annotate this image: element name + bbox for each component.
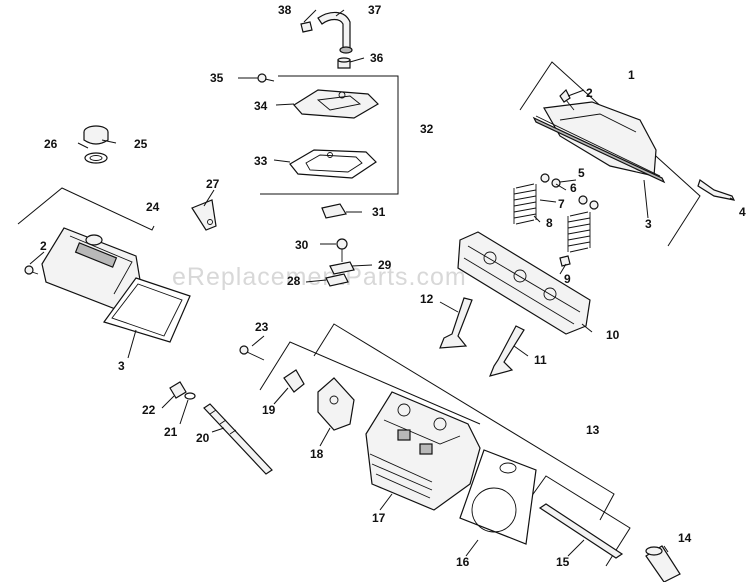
head-stud-part (203, 403, 273, 475)
breather-cover-part (293, 89, 379, 119)
callout-14: 14 (678, 531, 692, 545)
group-bracket-13 (313, 323, 615, 521)
callout-37: 37 (368, 3, 382, 17)
callout-3-left: 3 (118, 359, 125, 373)
callout-labels: 38 37 36 35 34 33 32 31 30 29 28 27 26 2… (40, 3, 746, 569)
callout-1: 1 (628, 68, 635, 82)
guide-sleeve-part (283, 369, 305, 393)
callout-8: 8 (546, 216, 553, 230)
callout-20: 20 (196, 431, 210, 445)
callout-34: 34 (254, 99, 268, 113)
callout-6: 6 (570, 181, 577, 195)
callout-19: 19 (262, 403, 276, 417)
callout-26: 26 (44, 137, 58, 151)
callout-33: 33 (254, 154, 268, 168)
left-valve-cover-part (41, 227, 141, 311)
group-bracket-15 (525, 475, 631, 567)
valve-stem-seal-part (559, 255, 571, 267)
breather-screw-part (336, 238, 348, 262)
callout-28: 28 (287, 274, 301, 288)
breather-gasket-part (289, 149, 377, 179)
dipstick-bracket-part (697, 179, 736, 201)
callout-22: 22 (142, 403, 156, 417)
intake-valve-part (439, 297, 473, 349)
callout-4: 4 (739, 205, 746, 219)
breather-grommet-part (337, 57, 351, 69)
callout-13: 13 (586, 423, 600, 437)
stud-nut-part (169, 381, 187, 399)
callout-38: 38 (278, 3, 292, 17)
callout-11: 11 (534, 353, 547, 367)
breather-reed-part (321, 203, 347, 219)
push-rod-part (538, 503, 624, 559)
breather-valve-part (329, 261, 355, 275)
watermark-text: eReplacementParts.com (172, 263, 467, 291)
valve-spring-left-part (513, 183, 537, 225)
group-bracket-18 (259, 341, 481, 425)
breather-plate-part (325, 273, 349, 287)
callout-21: 21 (164, 425, 178, 439)
callout-29: 29 (378, 258, 392, 272)
callout-18: 18 (310, 447, 324, 461)
valve-cover-part (532, 101, 666, 184)
cover-screw-part (257, 73, 275, 83)
stud-washer-part (184, 392, 196, 400)
callout-15: 15 (556, 555, 570, 569)
callout-7: 7 (558, 197, 565, 211)
breather-clamp-part (300, 21, 313, 33)
callout-17: 17 (372, 511, 386, 525)
oil-fill-cap-part (83, 125, 109, 145)
breather-tube-part (317, 11, 353, 54)
callout-35: 35 (210, 71, 224, 85)
left-cover-gasket-part (103, 277, 191, 343)
group-bracket-24 (17, 187, 155, 231)
callout-5: 5 (578, 166, 585, 180)
callout-2-right: 2 (586, 86, 593, 100)
callout-16: 16 (456, 555, 470, 569)
cylinder-head-part (365, 391, 481, 511)
valve-lifter-part (645, 545, 681, 582)
callout-25: 25 (134, 137, 148, 151)
head-bolt-part (239, 345, 265, 361)
callout-32: 32 (420, 122, 434, 136)
callout-24: 24 (146, 200, 160, 214)
exhaust-valve-part (488, 325, 525, 377)
leader-lines (29, 9, 735, 557)
valve-cover-screw-part (559, 88, 575, 111)
rocker-plate-part (317, 377, 355, 431)
group-bracket-32 (260, 75, 399, 195)
callout-2-left: 2 (40, 239, 47, 253)
left-cover-screw-part (24, 265, 39, 275)
oil-fill-gasket-part (84, 152, 108, 164)
callout-3-right: 3 (645, 217, 652, 231)
rocker-arm-assembly-part (457, 231, 591, 335)
callout-10: 10 (606, 328, 620, 342)
head-gasket-part (459, 449, 537, 545)
callout-23: 23 (255, 320, 269, 334)
valve-spring-right-part (567, 211, 591, 253)
callout-31: 31 (372, 205, 386, 219)
callout-27: 27 (206, 177, 220, 191)
callout-36: 36 (370, 51, 384, 65)
callout-12: 12 (420, 292, 434, 306)
callout-30: 30 (295, 238, 309, 252)
lifting-bracket-part (191, 199, 217, 231)
callout-9: 9 (564, 272, 571, 286)
